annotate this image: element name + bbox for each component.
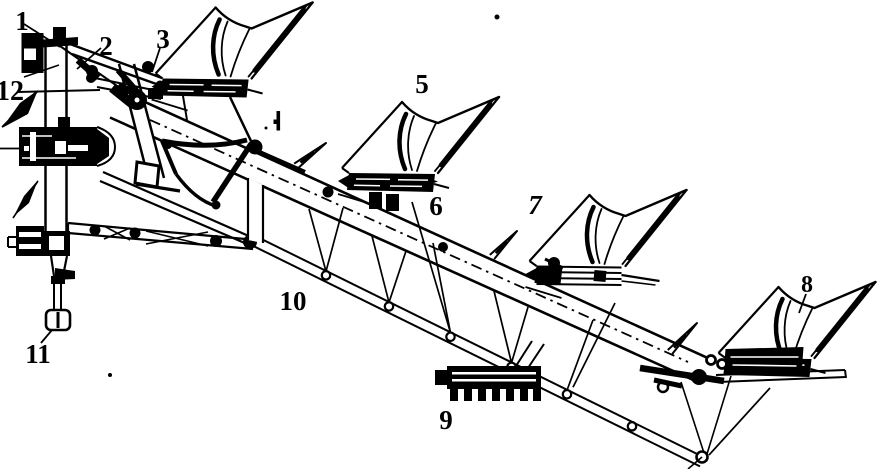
svg-text:9: 9: [439, 405, 453, 435]
svg-text:5: 5: [415, 69, 429, 99]
svg-text:12: 12: [0, 76, 24, 107]
svg-text:2: 2: [99, 31, 113, 61]
svg-text:6: 6: [429, 191, 443, 221]
svg-text:11: 11: [25, 339, 51, 369]
svg-text:1: 1: [15, 6, 29, 36]
svg-text:3: 3: [156, 24, 170, 54]
svg-text:7: 7: [528, 190, 543, 220]
svg-text:8: 8: [801, 272, 813, 298]
svg-text:10: 10: [280, 286, 307, 316]
